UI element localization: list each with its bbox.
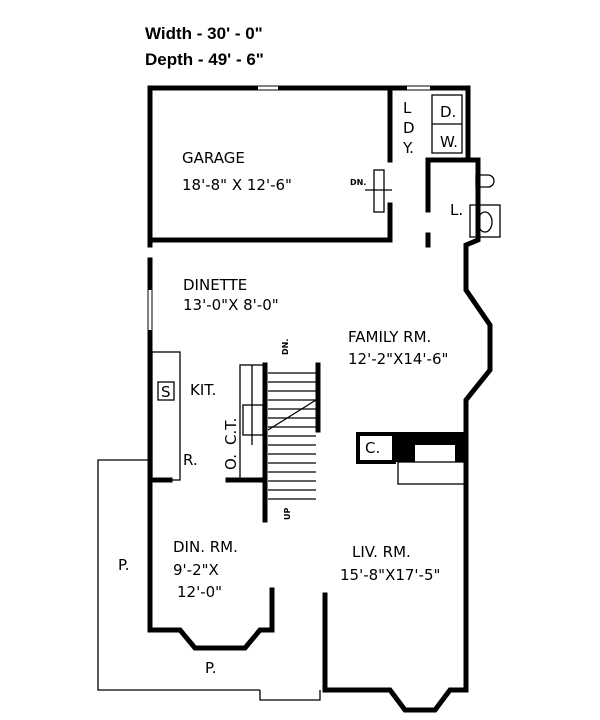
sink-label: S xyxy=(161,383,171,401)
refrigerator-label: R. xyxy=(183,451,198,469)
windows xyxy=(148,86,430,330)
stairs-up-label: UP xyxy=(283,508,292,520)
laundry-label-l: L xyxy=(403,99,412,117)
side-porch-label: P. xyxy=(118,556,129,574)
kitchen-fixtures xyxy=(151,351,266,481)
garage-size: 18'-8" X 12'-6" xyxy=(182,176,292,194)
garage-down-label: DN. xyxy=(350,178,366,187)
counter-label: C.T. xyxy=(222,418,240,445)
dining-room-size-1: 9'-2"X xyxy=(173,561,219,579)
family-room-label: FAMILY RM. xyxy=(348,328,431,346)
oven-label: O. xyxy=(222,454,240,470)
stairs-down-label: DN. xyxy=(281,339,290,355)
dining-room-label: DIN. RM. xyxy=(173,538,238,556)
front-porch-label: P. xyxy=(205,659,216,677)
laundry-label-d: D xyxy=(403,119,415,137)
dinette-label: DINETTE xyxy=(183,276,247,294)
laundry-label-y: Y. xyxy=(402,139,414,157)
laundry-appliances xyxy=(431,94,501,238)
dinette-size: 13'-0"X 8'-0" xyxy=(183,296,279,314)
dryer-label: D. xyxy=(440,103,456,121)
width-dimension: Width - 30' - 0" xyxy=(145,24,263,43)
garage-door-step xyxy=(365,169,392,213)
fireplace xyxy=(356,432,467,485)
living-room-label: LIV. RM. xyxy=(352,543,411,561)
porch-outline xyxy=(97,459,321,701)
lavatory-label: L. xyxy=(450,201,463,219)
living-room-size: 15'-8"X17'-5" xyxy=(340,566,440,584)
staircase xyxy=(267,372,317,500)
garage-label: GARAGE xyxy=(182,149,245,167)
washer-label: W. xyxy=(440,133,458,151)
closet-label: C. xyxy=(365,439,380,457)
stair-break-line xyxy=(267,399,317,431)
family-room-size: 12'-2"X14'-6" xyxy=(348,350,448,368)
depth-dimension: Depth - 49' - 6" xyxy=(145,50,264,69)
dining-room-size-2: 12'-0" xyxy=(177,583,222,601)
kitchen-label: KIT. xyxy=(190,381,216,399)
